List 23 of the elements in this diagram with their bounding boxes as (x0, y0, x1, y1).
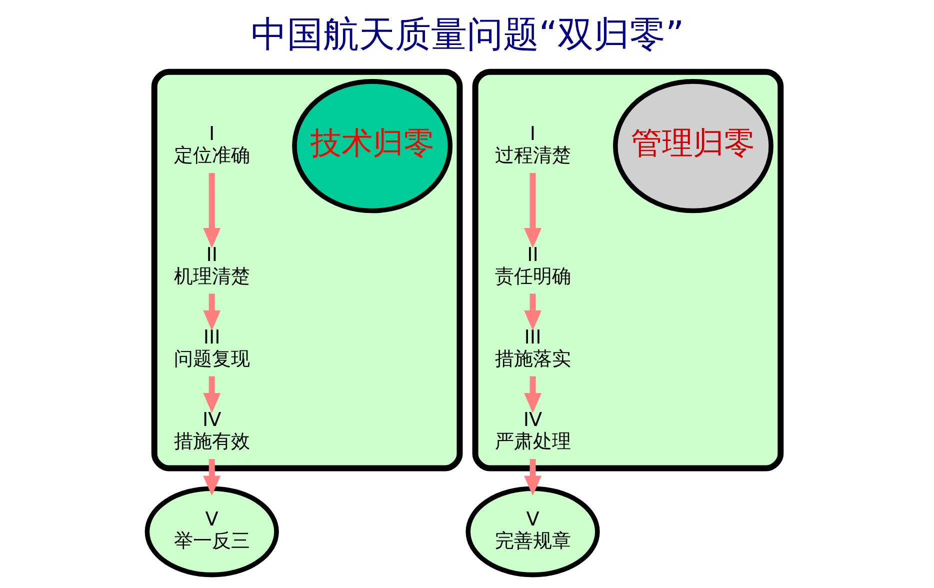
node-text: I 定位准确 (173, 122, 250, 166)
node-text: III 措施落实 (494, 325, 570, 370)
node-ellipse: V 举一反三 (144, 486, 278, 578)
arrow (202, 173, 220, 248)
arrow (202, 458, 220, 496)
arrow (524, 173, 542, 248)
node-ellipse: V 完善规章 (465, 486, 600, 578)
node-text: IV 措施有效 (173, 408, 250, 453)
arrow (524, 376, 542, 414)
cluster (150, 68, 462, 472)
arrow (524, 294, 542, 330)
node-ellipse: 管理归零 (612, 79, 773, 214)
arrow (202, 376, 220, 414)
node-text: II 机理清楚 (173, 242, 250, 288)
arrow (202, 294, 220, 330)
cluster (472, 68, 784, 472)
node-text: III 问题复现 (173, 325, 250, 370)
diagram-title: 中国航天质量问题“双归零” (250, 14, 684, 56)
node-text: IV 严肃处理 (494, 408, 570, 453)
arrow (524, 458, 542, 496)
node-text: II 责任明确 (494, 242, 570, 288)
node-text: I 过程清楚 (494, 122, 570, 166)
node-ellipse: 技术归零 (292, 79, 452, 214)
